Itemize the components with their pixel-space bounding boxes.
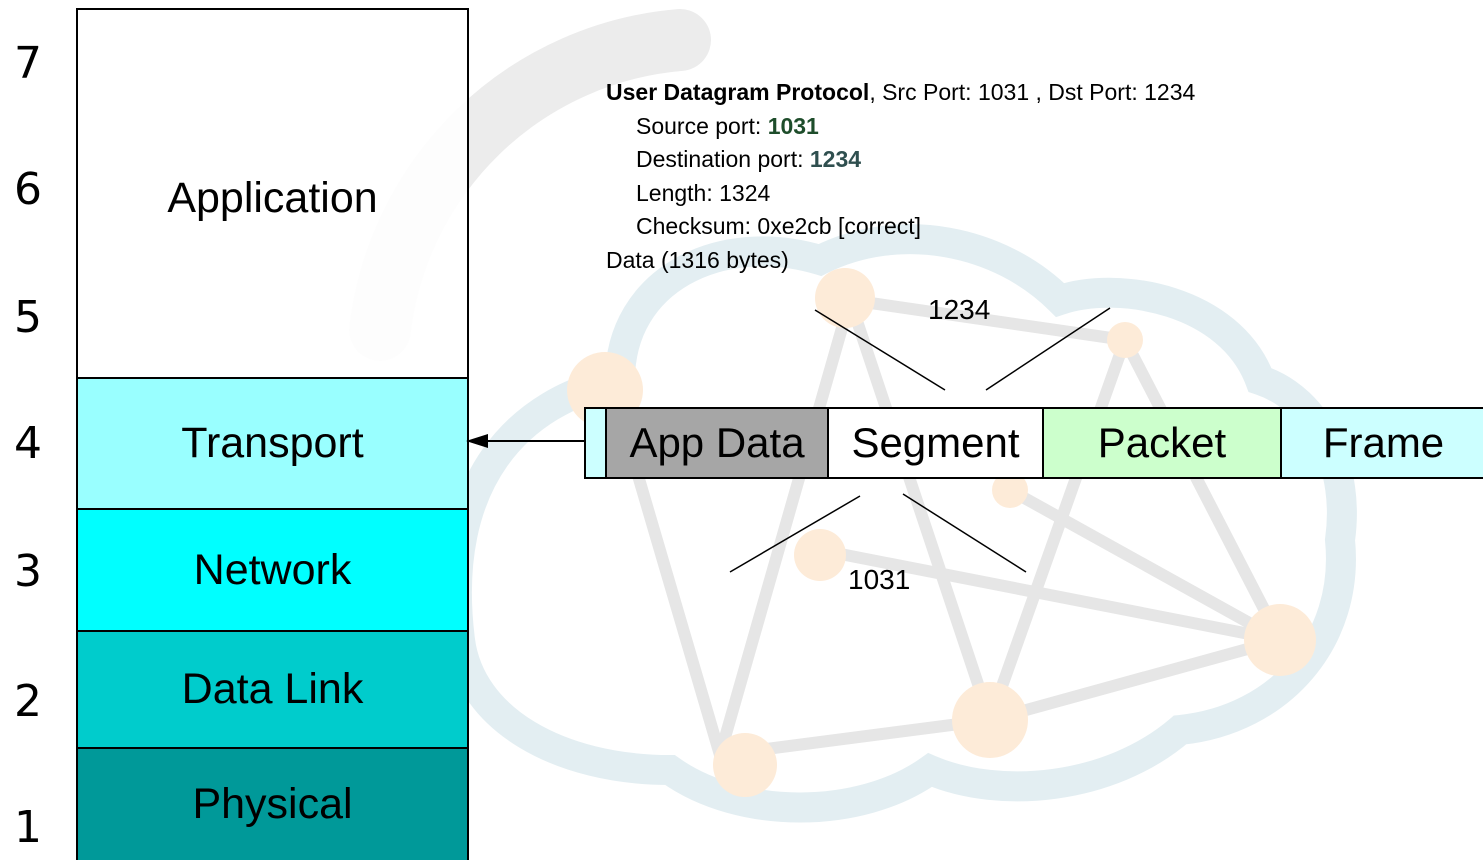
udp-summary: , Src Port: 1031 , Dst Port: 1234 xyxy=(869,79,1196,105)
layer-number-2: 2 xyxy=(14,676,42,727)
udp-header-details: User Datagram Protocol, Src Port: 1031 ,… xyxy=(606,76,1195,277)
encapsulation-frame: App Data Segment Packet Frame xyxy=(584,407,1483,479)
layer-data-link: Data Link xyxy=(76,630,469,747)
layer-number-6: 6 xyxy=(14,164,42,215)
udp-title-line: User Datagram Protocol, Src Port: 1031 ,… xyxy=(606,76,1195,110)
layer-physical: Physical xyxy=(76,747,469,860)
layer-transport-label: Transport xyxy=(181,419,364,467)
udp-data: Data (1316 bytes) xyxy=(606,246,789,273)
destination-port-callout: 1234 xyxy=(928,294,991,325)
layer-number-5: 5 xyxy=(14,292,42,343)
destination-port-value: 1234 xyxy=(809,146,862,172)
layer-number-4: 4 xyxy=(14,418,42,469)
app-data-cell: App Data xyxy=(607,409,829,477)
udp-source-port: Source port: 1031 xyxy=(636,112,819,139)
layer-data-link-label: Data Link xyxy=(181,665,364,713)
layer-number-7: 7 xyxy=(14,38,42,89)
layer-network-label: Network xyxy=(193,545,352,594)
segment-cell: Segment xyxy=(829,409,1044,477)
packet-cell: Packet xyxy=(1044,409,1282,477)
layer-number-3: 3 xyxy=(14,546,42,597)
frame-cell: Frame xyxy=(1282,409,1483,477)
frame-stub-cell xyxy=(586,409,607,477)
udp-checksum: Checksum: 0xe2cb [correct] xyxy=(636,213,922,239)
layer-transport: Transport xyxy=(76,377,469,508)
source-port-callout: 1031 xyxy=(848,564,911,595)
udp-title: User Datagram Protocol xyxy=(606,79,870,105)
layer-network: Network xyxy=(76,508,469,630)
udp-destination-port: Destination port: 1234 xyxy=(636,146,862,172)
layer-application-label: Application xyxy=(167,174,378,222)
osi-layer-stack: Application Transport Network Data Link … xyxy=(76,8,469,860)
layer-physical-label: Physical xyxy=(192,780,353,828)
layer-application: Application xyxy=(76,8,469,377)
udp-length: Length: 1324 xyxy=(636,179,771,206)
source-port-value: 1031 xyxy=(767,112,819,139)
layer-number-1: 1 xyxy=(14,802,42,853)
